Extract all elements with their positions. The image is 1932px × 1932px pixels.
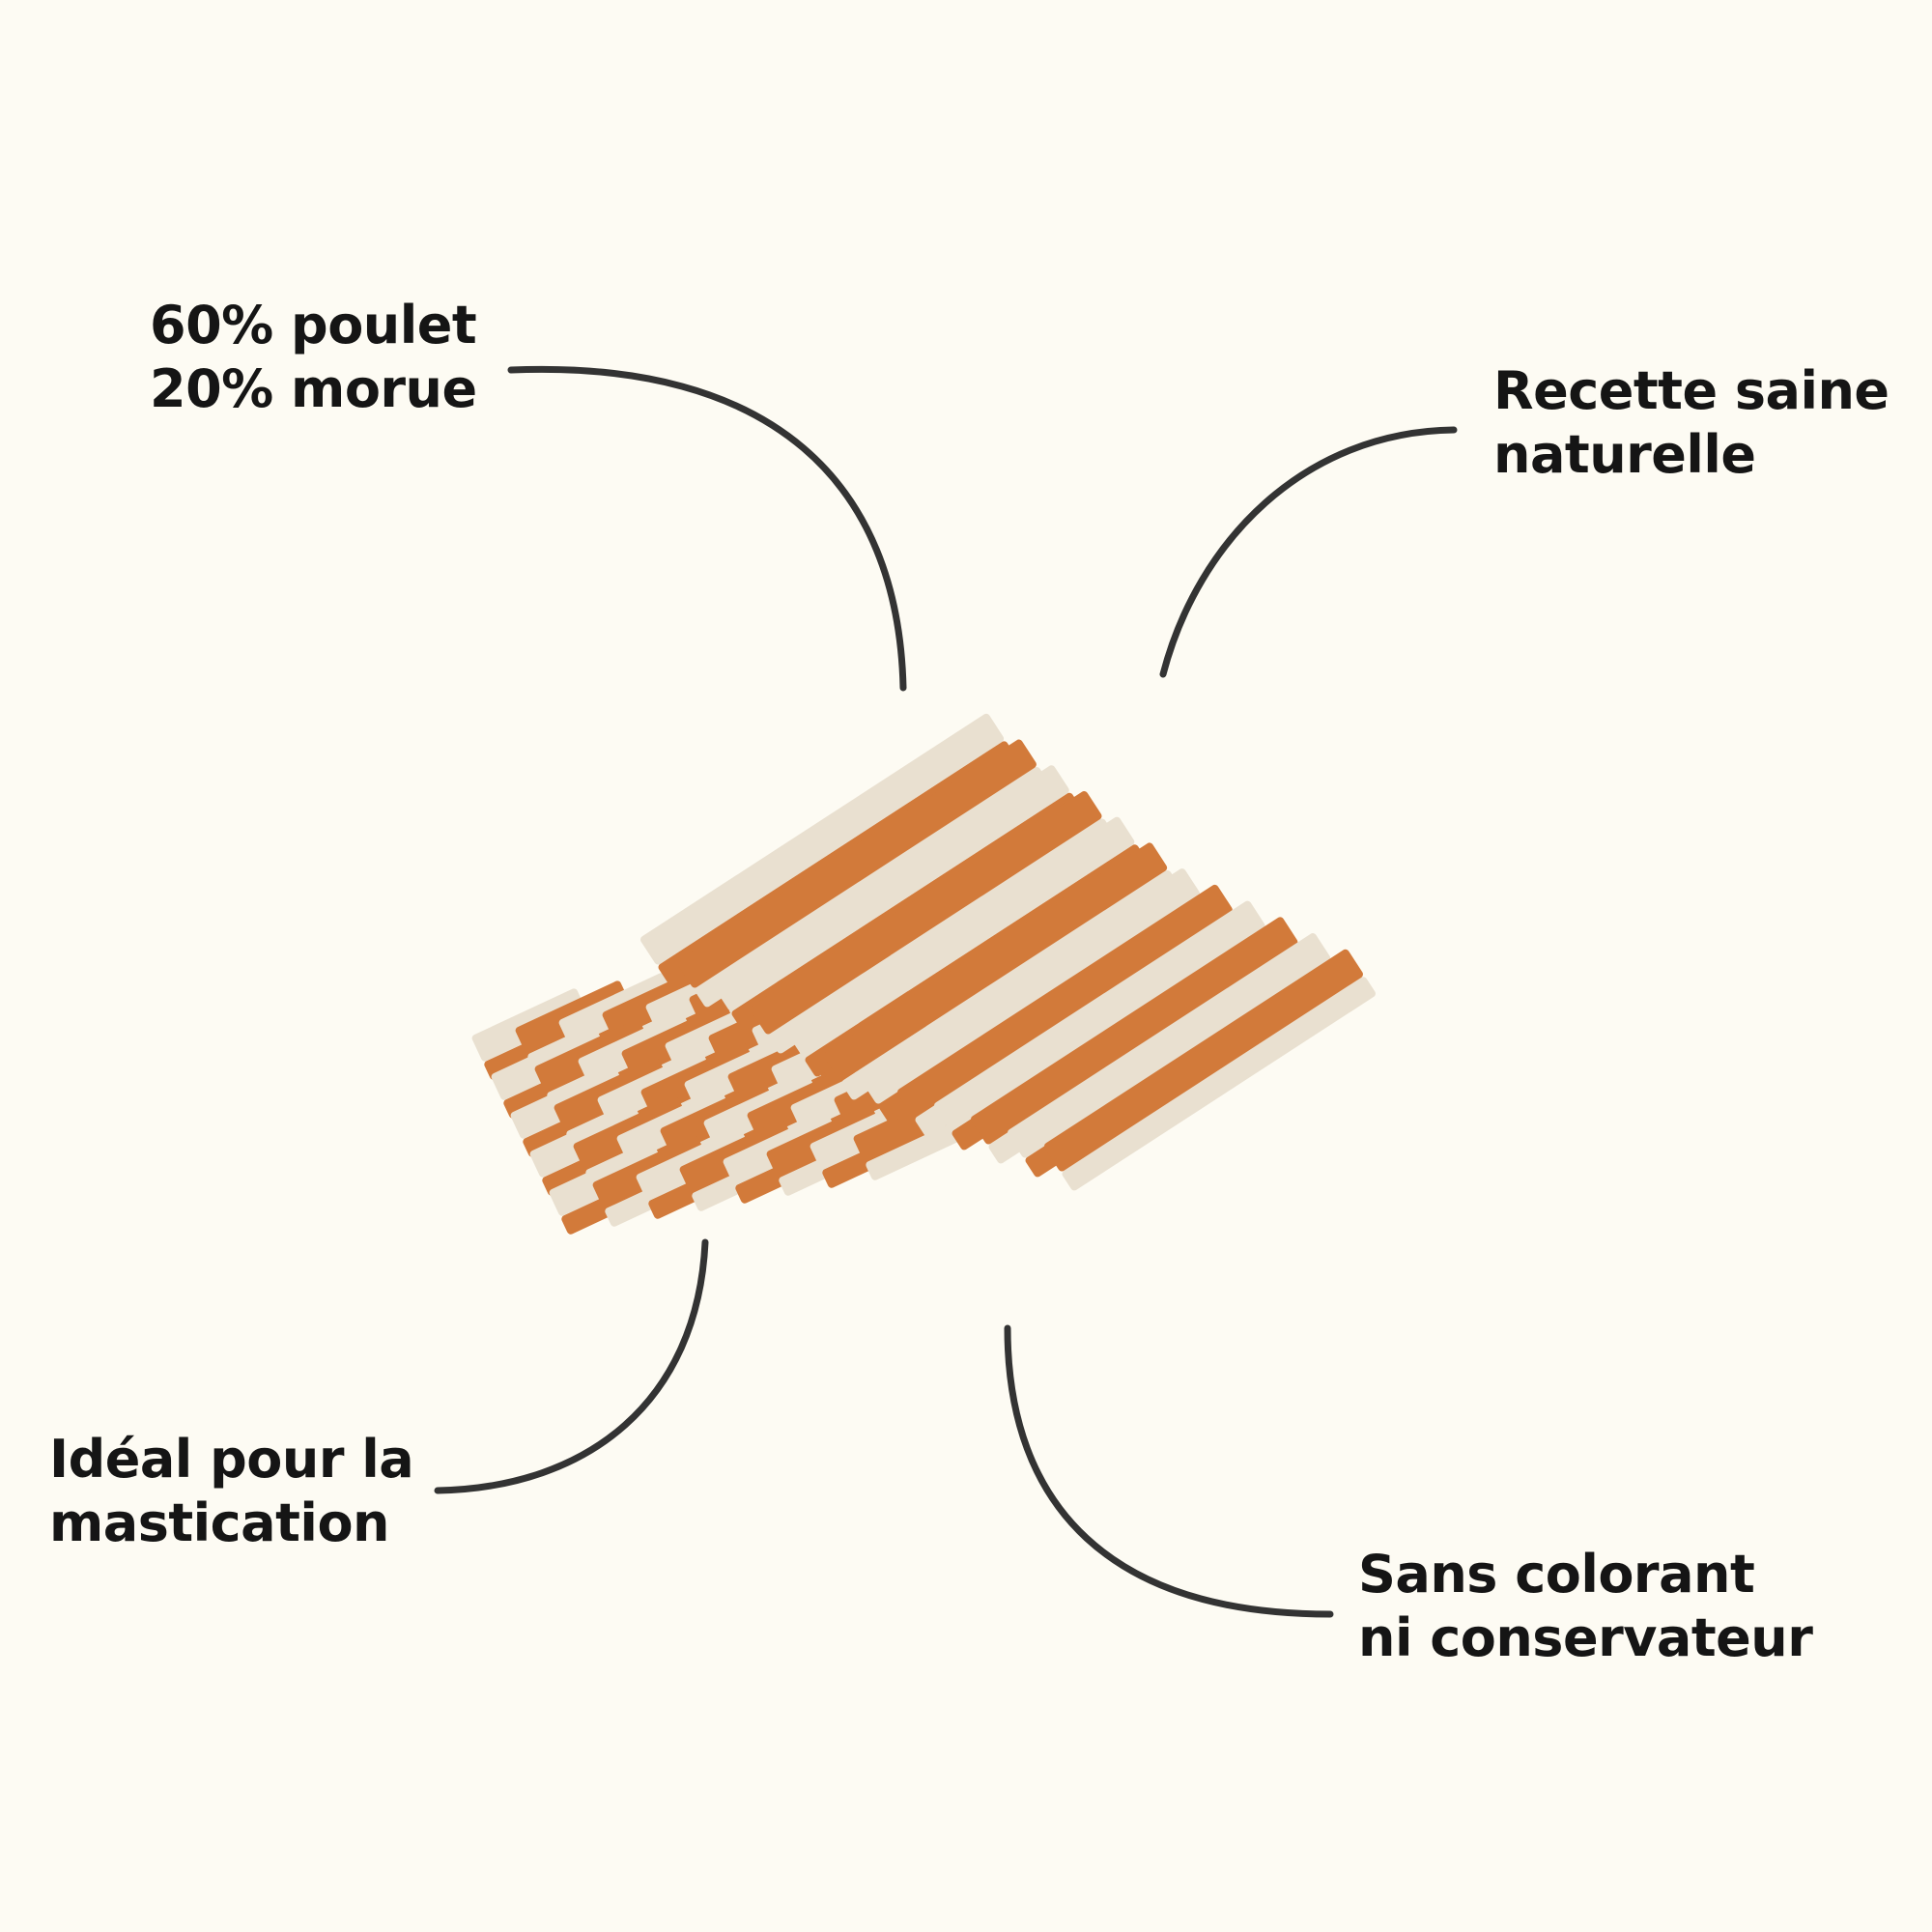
feature-line: 20% morue — [150, 358, 477, 419]
chicken-cod-sticks-image — [471, 713, 1376, 1235]
stick — [1044, 949, 1376, 1191]
connector-line-3 — [434, 1238, 709, 1494]
feature-line: ni conservateur — [1358, 1607, 1813, 1668]
feature-line: mastication — [49, 1492, 390, 1553]
feature-no-additives: Sans colorant ni conservateur — [1358, 1543, 1813, 1670]
feature-line: Idéal pour la — [49, 1429, 414, 1490]
feature-composition: 60% poulet 20% morue — [150, 294, 477, 421]
feature-line: Sans colorant — [1358, 1544, 1755, 1605]
feature-chewing: Idéal pour la mastication — [49, 1428, 414, 1555]
feature-natural-recipe: Recette saine naturelle — [1493, 359, 1889, 487]
feature-line: Recette saine — [1493, 360, 1889, 421]
connector-line-4 — [1004, 1324, 1334, 1618]
feature-line: 60% poulet — [150, 295, 477, 355]
connector-line-2 — [1159, 426, 1458, 678]
connector-line-1 — [507, 365, 907, 692]
feature-line: naturelle — [1493, 424, 1756, 485]
